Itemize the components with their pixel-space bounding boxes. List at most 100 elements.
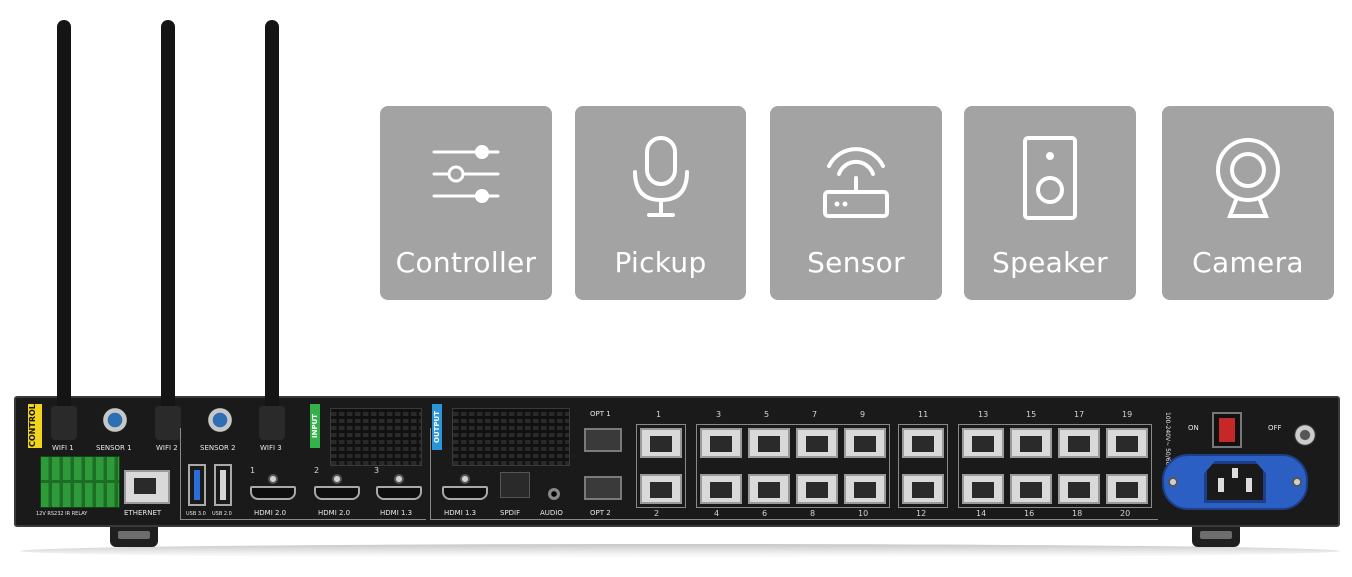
rj45-port[interactable] — [902, 428, 944, 458]
device-foot-left — [110, 525, 158, 547]
rj45-port[interactable] — [700, 474, 742, 504]
antenna-base — [51, 406, 77, 440]
port-number-bottom: 10 — [858, 509, 869, 518]
port-number-bottom: 20 — [1120, 509, 1131, 518]
opt-1-port[interactable] — [584, 428, 622, 452]
off-label: OFF — [1268, 424, 1282, 432]
usb-3-port[interactable] — [188, 464, 206, 506]
rj45-port[interactable] — [796, 474, 838, 504]
hdmi-in-1-port[interactable] — [250, 486, 296, 500]
tile-pickup: Pickup — [575, 106, 746, 300]
port-number-top: 15 — [1026, 410, 1037, 419]
rj45-port[interactable] — [1010, 428, 1052, 458]
wifi-2-label: WIFI 2 — [156, 444, 178, 452]
antenna-wifi-1 — [57, 20, 71, 412]
input-group-outline — [180, 428, 426, 520]
ethernet-port[interactable] — [124, 470, 170, 504]
sensor-1-port[interactable] — [103, 408, 127, 432]
hdmi-in-3-port[interactable] — [376, 486, 422, 500]
usb-2-port[interactable] — [214, 464, 232, 506]
rj45-port[interactable] — [962, 428, 1004, 458]
audio-label: AUDIO — [540, 509, 563, 517]
port-number-bottom: 14 — [976, 509, 987, 518]
hdmi-in-1-label: HDMI 2.0 — [254, 509, 287, 517]
antenna-wifi-3 — [265, 20, 279, 412]
device-back-panel — [14, 396, 1340, 527]
port-block-outline — [696, 424, 890, 508]
webcam-icon — [1216, 138, 1280, 218]
spdif-port[interactable] — [500, 472, 530, 498]
sensor-2-label: SENSOR 2 — [200, 444, 236, 452]
port-number-top: 5 — [764, 410, 770, 419]
port-number-top: 19 — [1122, 410, 1133, 419]
input-tag: INPUT — [310, 404, 320, 448]
hdmi-in-3-label: HDMI 1.3 — [380, 509, 413, 517]
opt-2-port[interactable] — [584, 476, 622, 500]
tile-sensor: Sensor — [770, 106, 942, 300]
port-number-top: 1 — [656, 410, 662, 419]
iec-pin — [1232, 468, 1238, 478]
rj45-port[interactable] — [640, 428, 682, 458]
device-shadow — [20, 544, 1340, 558]
wifi-1-label: WIFI 1 — [52, 444, 74, 452]
antenna-base — [259, 406, 285, 440]
control-terminal-block[interactable] — [40, 456, 120, 508]
opt-2-label: OPT 2 — [590, 509, 611, 517]
rj45-port[interactable] — [748, 428, 790, 458]
rj45-port[interactable] — [640, 474, 682, 504]
port-block-outline — [898, 424, 948, 508]
speaker-icon — [1023, 136, 1077, 220]
port-block-outline — [636, 424, 686, 508]
sliders-icon — [432, 145, 500, 203]
screw — [268, 474, 278, 484]
power-switch[interactable] — [1212, 412, 1242, 448]
tile-label: Controller — [395, 246, 537, 279]
port-number-bottom: 12 — [916, 509, 927, 518]
port-number-bottom: 2 — [654, 509, 660, 518]
hdmi-out-port[interactable] — [442, 486, 488, 500]
port-number-bottom: 6 — [762, 509, 768, 518]
antenna-wifi-2 — [161, 20, 175, 412]
rj45-port[interactable] — [1106, 474, 1148, 504]
vent-grille-1 — [330, 408, 422, 466]
usb-3-label: USB 3.0 — [186, 511, 206, 517]
rj45-port[interactable] — [1106, 428, 1148, 458]
vent-grille-2 — [452, 408, 570, 466]
tile-speaker: Speaker — [964, 106, 1136, 300]
port-number-bottom: 8 — [810, 509, 816, 518]
port-number-top: 9 — [860, 410, 866, 419]
rj45-port[interactable] — [796, 428, 838, 458]
output-tag: OUTPUT — [432, 404, 442, 450]
screw — [460, 474, 470, 484]
spdif-label: SPDIF — [500, 509, 521, 517]
iec-pin — [1246, 478, 1252, 492]
hdmi-in-2-port[interactable] — [314, 486, 360, 500]
tile-label: Speaker — [992, 246, 1108, 279]
sensor-2-port[interactable] — [208, 408, 232, 432]
antenna-base — [155, 406, 181, 440]
screw — [1292, 477, 1302, 487]
router-icon — [823, 147, 889, 218]
rj45-port[interactable] — [962, 474, 1004, 504]
rj45-port[interactable] — [1058, 428, 1100, 458]
port-number-bottom: 18 — [1072, 509, 1083, 518]
iec-pin — [1218, 478, 1224, 492]
rj45-port[interactable] — [844, 428, 886, 458]
rj45-port[interactable] — [700, 428, 742, 458]
hdmi-in-2-label: HDMI 2.0 — [318, 509, 351, 517]
tile-label: Sensor — [807, 246, 905, 279]
rj45-port[interactable] — [902, 474, 944, 504]
rj45-port[interactable] — [1058, 474, 1100, 504]
rj45-port[interactable] — [844, 474, 886, 504]
output-group-outline — [430, 428, 1158, 520]
tile-label: Camera — [1192, 246, 1304, 279]
audio-jack[interactable] — [548, 488, 560, 500]
port-number-bottom: 16 — [1024, 509, 1035, 518]
ground-terminal[interactable] — [1294, 424, 1316, 446]
screw — [394, 474, 404, 484]
rj45-port[interactable] — [1010, 474, 1052, 504]
port-number-bottom: 4 — [714, 509, 720, 518]
rj45-port[interactable] — [748, 474, 790, 504]
screw — [1168, 477, 1178, 487]
opt-1-label: OPT 1 — [590, 410, 611, 418]
